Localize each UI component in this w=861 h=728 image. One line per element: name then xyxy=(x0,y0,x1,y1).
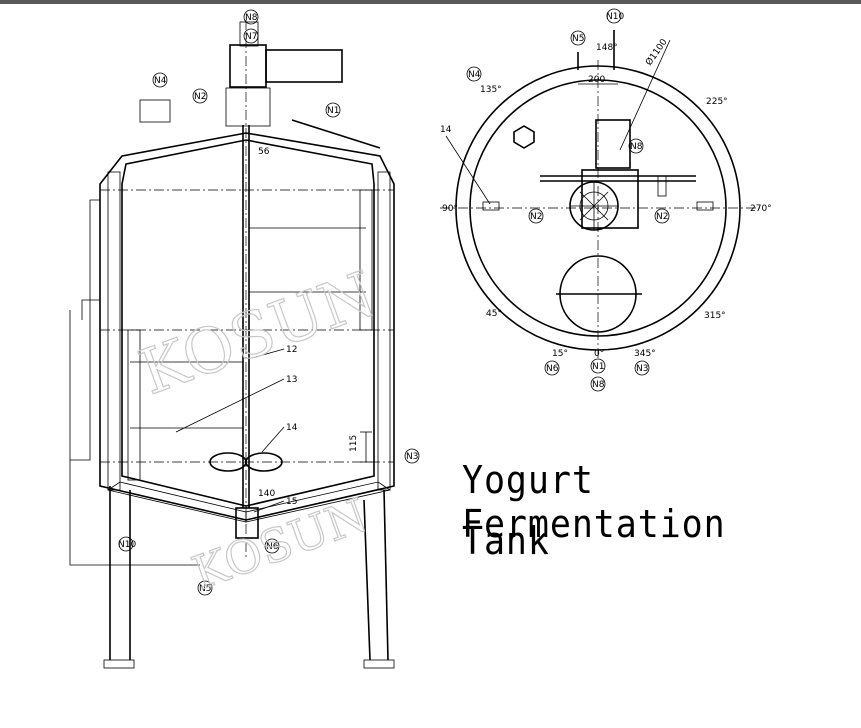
balloon-n6-label: N6 xyxy=(266,542,279,552)
balloon-n1-label: N1 xyxy=(327,106,339,116)
plan-balloon-n8-bottom: N8 xyxy=(592,380,605,390)
title-line-2: Tank xyxy=(462,519,550,563)
plan-balloon-n2-left: N2 xyxy=(530,212,542,222)
dim-140: 140 xyxy=(258,489,275,499)
part-14: 14 xyxy=(286,423,298,433)
balloon-n5-label: N5 xyxy=(199,584,211,594)
dim-56: 56 xyxy=(258,147,270,157)
balloon-n4-label: N4 xyxy=(154,76,167,86)
angle-148: 148° xyxy=(596,43,618,53)
balloon-n8-top xyxy=(243,9,259,25)
side-elevation: N8 N7 N4 N2 N1 N3 N10 N6 N5 56 115 140 1… xyxy=(69,9,420,669)
plan-balloon-n6: N6 xyxy=(546,364,559,374)
plan-balloon-n8: N8 xyxy=(630,142,643,152)
angle-345: 345° xyxy=(634,349,656,359)
top-border xyxy=(0,0,861,4)
plan-balloon-n4: N4 xyxy=(468,70,481,80)
plan-balloon-n5: N5 xyxy=(572,34,584,44)
plan-balloon-n3: N3 xyxy=(636,364,648,374)
angle-270: 270° xyxy=(750,204,772,214)
angle-15: 15° xyxy=(552,349,568,359)
title-line-1: Yogurt Fermentation xyxy=(462,458,726,546)
angle-225: 225° xyxy=(706,97,728,107)
dim-200: 200 xyxy=(588,75,605,85)
watermark-main: KOSUN xyxy=(130,257,385,409)
plan-balloon-n1: N1 xyxy=(592,362,604,372)
plan-view: 200 Ø1100 135° 148° 225° 90° 270° 45° 31… xyxy=(440,8,772,392)
angle-0: 0° xyxy=(594,349,604,359)
dia-1100: Ø1100 xyxy=(643,37,669,68)
angle-45: 45° xyxy=(486,309,502,319)
dim-115: 115 xyxy=(349,435,359,452)
angle-90: 90° xyxy=(442,204,458,214)
angle-135: 135° xyxy=(480,85,502,95)
plan-balloon-n10: N10 xyxy=(606,12,624,22)
part-14-plan: 14 xyxy=(440,125,452,135)
balloon-n10-label: N10 xyxy=(118,540,136,550)
part-13: 13 xyxy=(286,375,297,385)
plan-balloon-n2-right: N2 xyxy=(656,212,668,222)
part-15: 15 xyxy=(286,497,297,507)
part-12: 12 xyxy=(286,345,297,355)
angle-315: 315° xyxy=(704,311,726,321)
balloon-n7-label: N7 xyxy=(245,32,257,42)
balloon-n2-label: N2 xyxy=(194,92,206,102)
balloon-n8-label: N8 xyxy=(245,13,258,23)
balloon-n3-label: N3 xyxy=(406,452,418,462)
